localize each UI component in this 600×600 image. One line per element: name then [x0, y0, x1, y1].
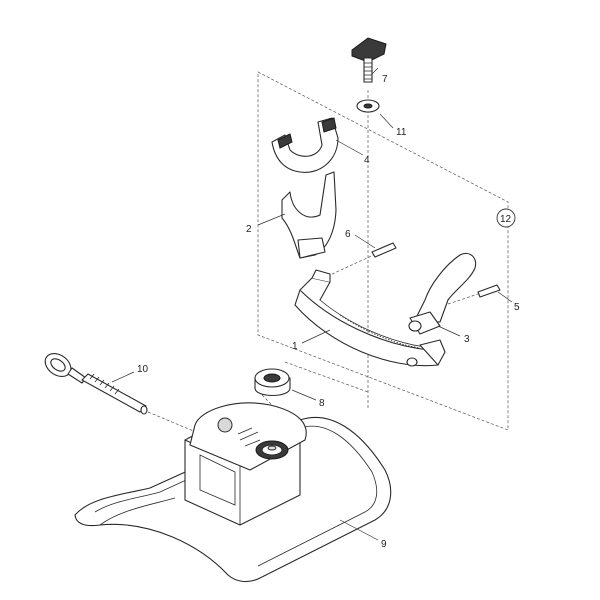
washer	[356, 99, 380, 113]
pin-5	[477, 284, 501, 298]
upper-fork	[271, 117, 339, 173]
wing-knob-screw	[351, 37, 387, 83]
slide-arm	[294, 269, 446, 367]
callout-5: 5	[514, 302, 520, 313]
callout-12: 12	[500, 214, 512, 225]
leader-7	[371, 67, 379, 75]
leader-1	[301, 329, 331, 344]
callout-6: 6	[345, 229, 351, 240]
bushing	[254, 368, 291, 397]
callout-3: 3	[464, 334, 470, 345]
gear-rosette	[255, 440, 289, 460]
callout-7: 7	[382, 74, 388, 85]
callout-12-circle	[496, 208, 516, 228]
leader-8	[291, 389, 317, 401]
leader-2	[257, 213, 286, 226]
callout-8: 8	[319, 398, 325, 409]
callout-10: 10	[137, 364, 149, 375]
assembly-frame	[257, 71, 509, 431]
callout-11: 11	[396, 127, 407, 138]
lower-fork	[281, 171, 337, 259]
leader-5	[497, 291, 513, 303]
callout-1: 1	[292, 341, 298, 352]
bushing-guide	[284, 361, 369, 393]
pin-6	[371, 242, 397, 258]
base-plate	[74, 402, 392, 583]
leader-4	[335, 139, 364, 156]
leader-10	[111, 371, 135, 383]
pin-guide-5	[444, 291, 485, 306]
pin-guide-6	[329, 251, 381, 276]
eye-bolt	[44, 352, 148, 415]
callout-9: 9	[381, 539, 387, 550]
leader-6	[354, 234, 376, 249]
leader-3	[437, 325, 461, 337]
leader-9	[339, 519, 379, 541]
leader-11	[379, 113, 394, 129]
callout-4: 4	[364, 155, 370, 166]
callout-2: 2	[246, 224, 252, 235]
washer-guide	[261, 394, 276, 430]
clamp-lever	[408, 252, 477, 335]
